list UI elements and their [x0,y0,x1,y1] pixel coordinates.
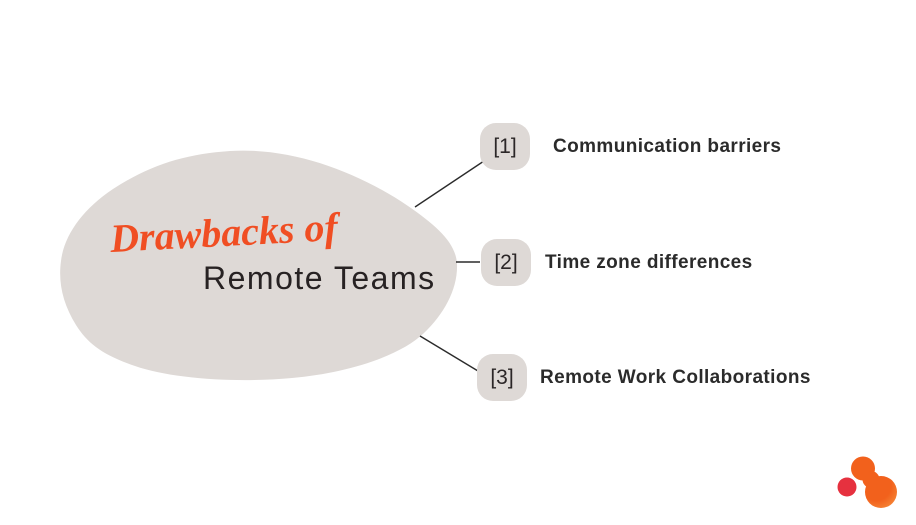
connector-line-1 [414,160,485,208]
list-item-3: [3] Remote Work Collaborations [477,354,811,401]
item-label: Remote Work Collaborations [540,367,811,388]
item-number-badge: [1] [480,123,530,170]
list-item-1: [1] Communication barriers [480,123,781,170]
item-label: Communication barriers [553,136,782,157]
topic-title: Remote Teams [203,260,436,296]
item-number-badge: [2] [481,239,531,286]
item-label: Time zone differences [545,252,753,273]
list-item-2: [2] Time zone differences [481,239,753,286]
logo-red-dot [837,477,857,497]
item-number-badge: [3] [477,354,527,401]
topic-blob [60,150,458,381]
connector-line-3 [419,335,479,372]
brand-logo-icon [837,456,897,508]
logo-orange-dumbbell [851,456,897,508]
